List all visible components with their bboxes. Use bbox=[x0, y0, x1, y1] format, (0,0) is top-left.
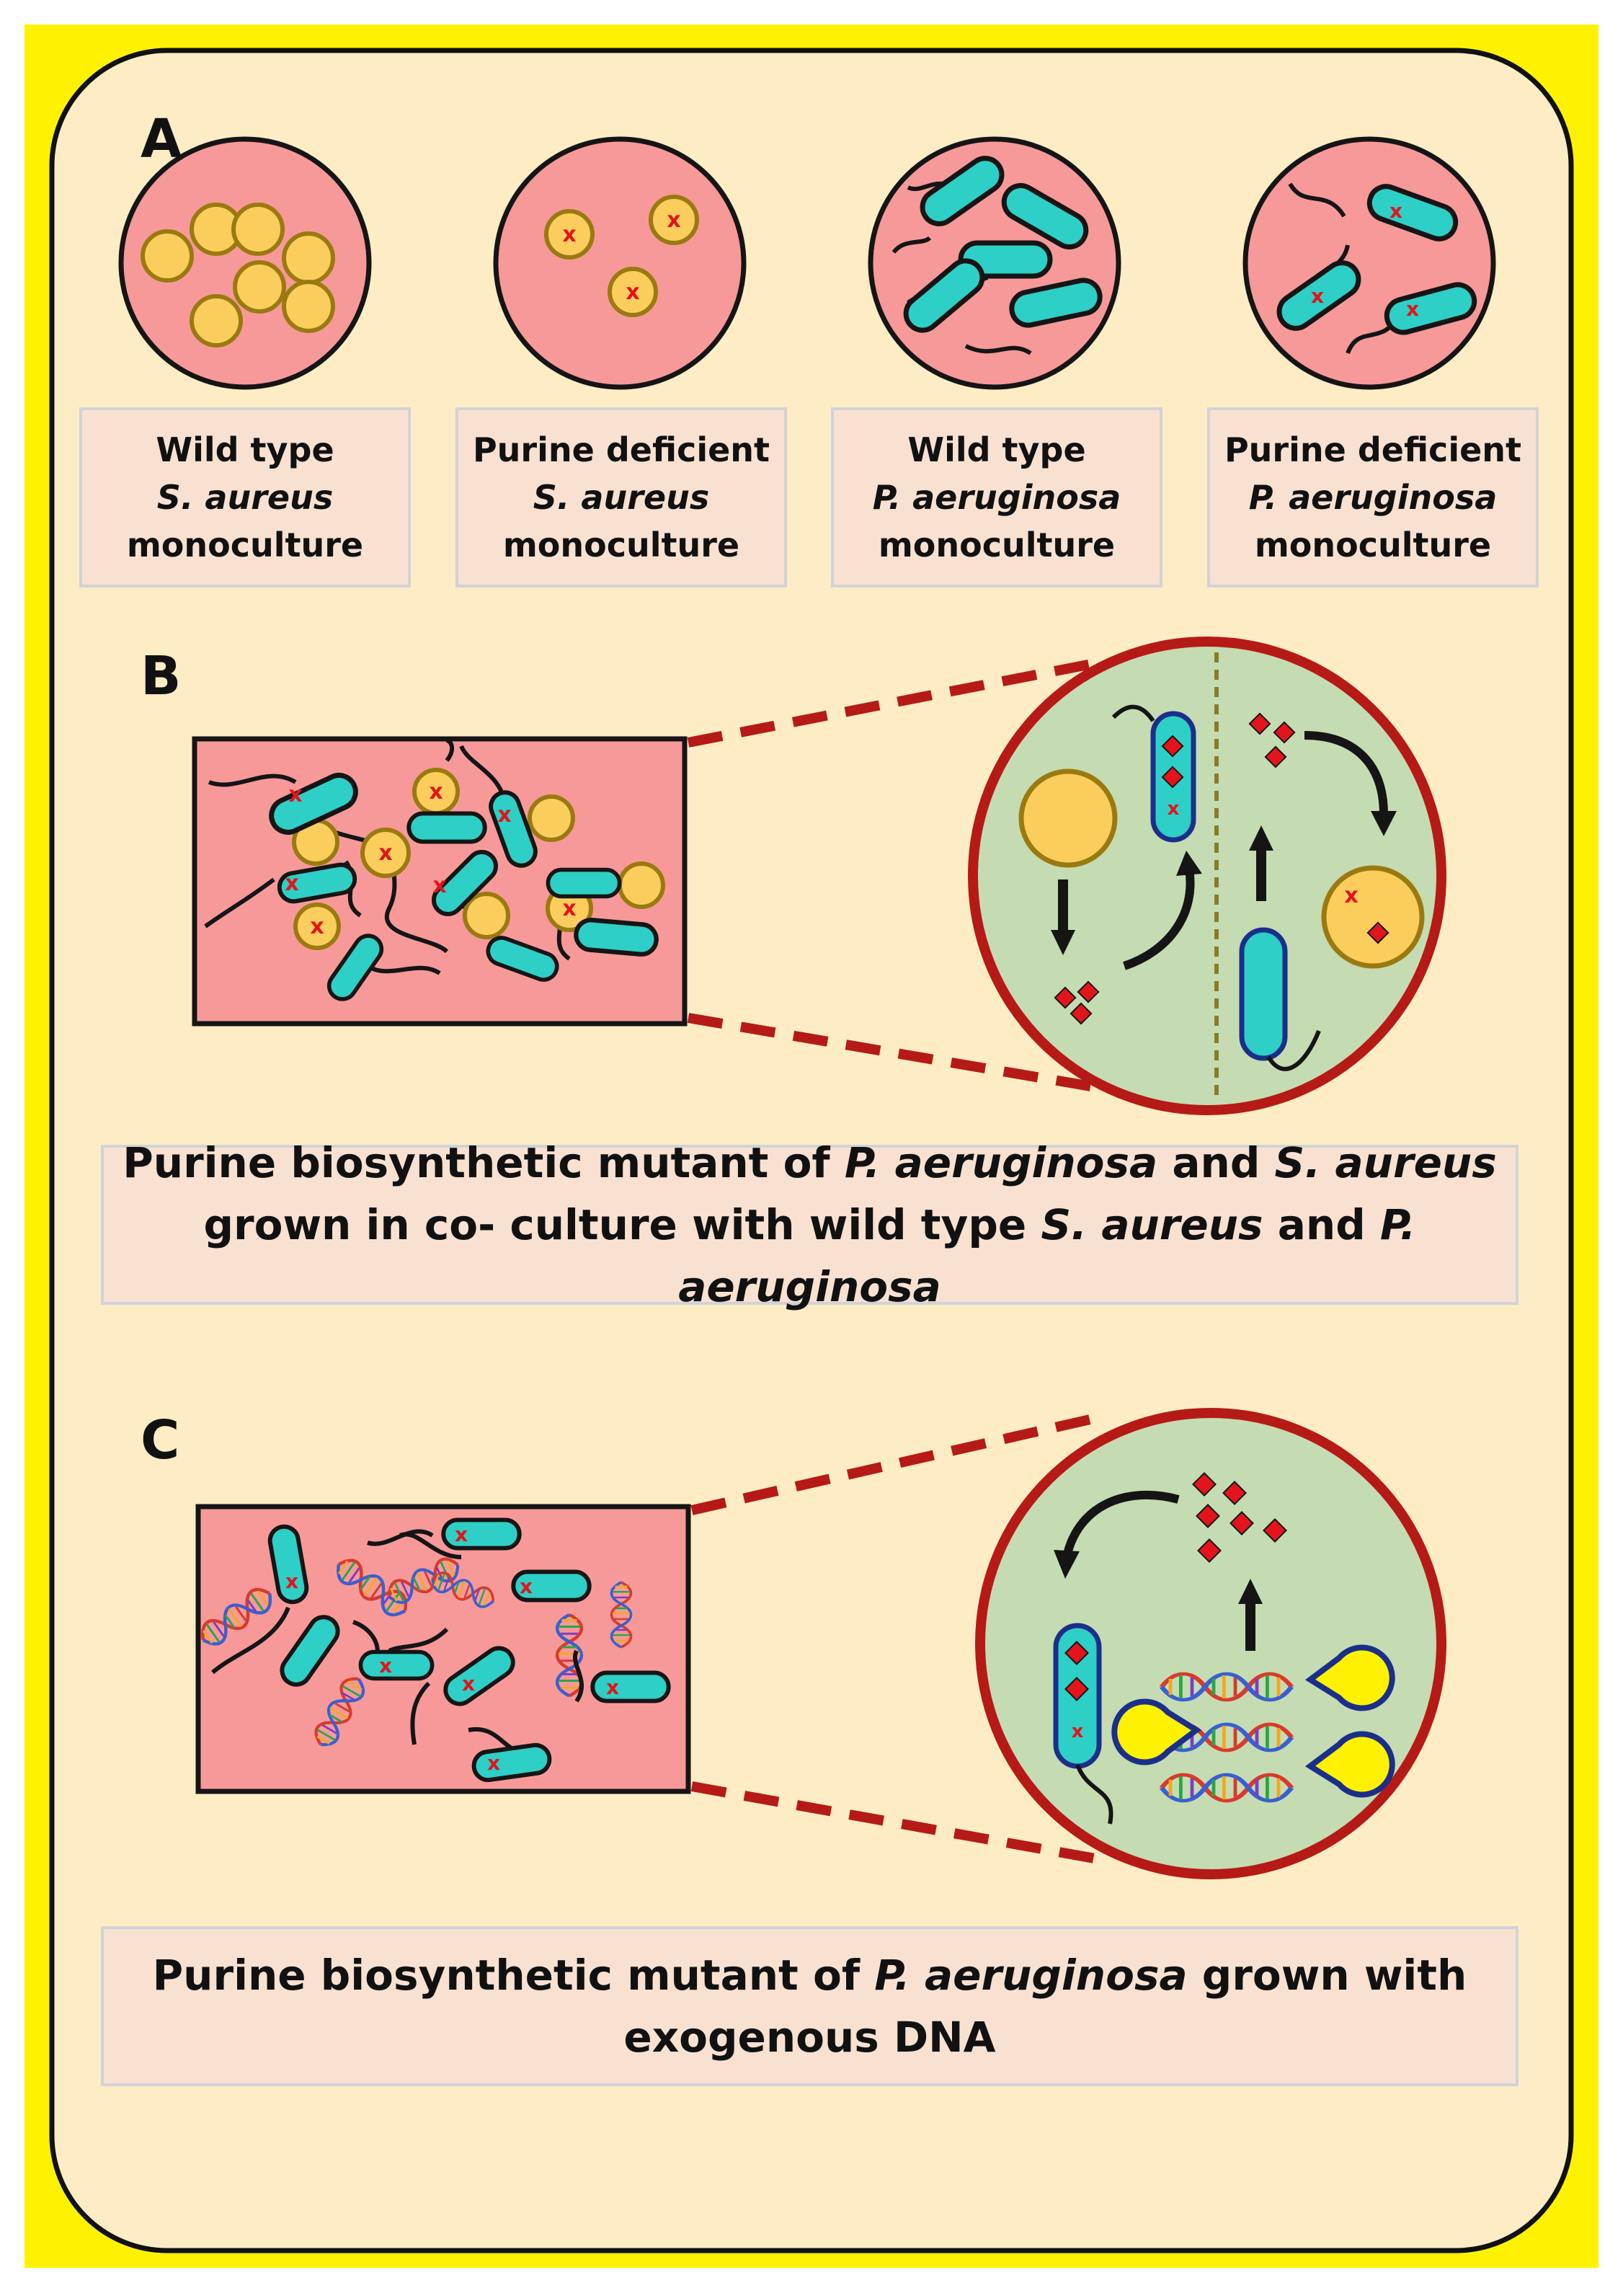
label-line: monoculture bbox=[878, 526, 1116, 564]
caption-line-1: Purine biosynthetic mutant of P. aerugin… bbox=[153, 1944, 1467, 2006]
label-line: monoculture bbox=[1254, 526, 1492, 564]
label-species: P. aeruginosa bbox=[1248, 478, 1498, 517]
caption-text: Purine biosynthetic mutant of bbox=[152, 1951, 875, 2000]
panel-b-coculture-box: x x x x x x x x bbox=[192, 736, 688, 1027]
caption-line-2: exogenous DNA bbox=[623, 2013, 996, 2062]
mutation-mark: x bbox=[626, 280, 639, 305]
panel-c-caption: Purine biosynthetic mutant of P. aerugin… bbox=[101, 1926, 1518, 2086]
caption-line-2: grown in co- culture with wild type S. a… bbox=[104, 1194, 1516, 1318]
mutation-mark: x bbox=[1311, 284, 1324, 308]
caption-text: grown with bbox=[1187, 1951, 1467, 2000]
mutation-mark: x bbox=[667, 208, 680, 233]
mutation-mark: x bbox=[379, 1654, 392, 1677]
mutation-mark: x bbox=[455, 1522, 468, 1546]
mutation-mark: x bbox=[1168, 798, 1180, 820]
caption-text: Purine biosynthetic mutant of bbox=[123, 1138, 845, 1187]
mutation-mark: x bbox=[1344, 883, 1358, 908]
mutation-mark: x bbox=[487, 1751, 500, 1775]
mutation-mark: x bbox=[429, 779, 443, 805]
plate-wt-s-aureus bbox=[118, 136, 372, 390]
mutation-mark: x bbox=[432, 873, 446, 898]
caption-species: P. aeruginosa bbox=[874, 1951, 1188, 2000]
caption-text: and bbox=[1263, 1200, 1380, 1249]
panel-c-dna-culture-box: x x x x x x x bbox=[196, 1504, 691, 1794]
label-species: P. aeruginosa bbox=[872, 478, 1121, 517]
panel-c-letter: C bbox=[141, 1409, 180, 1471]
panel-c-zoom-lines bbox=[690, 1411, 1104, 1865]
mutation-mark: x bbox=[520, 1574, 533, 1598]
panel-b-caption: Purine biosynthetic mutant of P. aerugin… bbox=[101, 1138, 1518, 1311]
mutation-mark: x bbox=[562, 222, 576, 247]
plate-pd-s-aureus: x x x bbox=[493, 136, 747, 390]
caption-species: S. aureus bbox=[1041, 1200, 1263, 1249]
label-line: Purine deficient bbox=[472, 430, 770, 469]
mutation-mark: x bbox=[288, 782, 302, 807]
label-line: Wild type bbox=[156, 430, 334, 469]
panel-a-letter: A bbox=[141, 108, 182, 170]
mutation-mark: x bbox=[562, 896, 576, 921]
caption-text: grown in co- culture with wild type bbox=[203, 1200, 1041, 1249]
label-line: monoculture bbox=[126, 526, 364, 564]
mutation-mark: x bbox=[1072, 1721, 1084, 1742]
caption-species: P. aeruginosa bbox=[844, 1138, 1158, 1187]
label-wt-p-aeruginosa: Wild type P. aeruginosa monoculture bbox=[831, 407, 1162, 588]
caption-line-1: Purine biosynthetic mutant of P. aerugin… bbox=[123, 1132, 1496, 1194]
plate-wt-p-aeruginosa bbox=[868, 136, 1121, 390]
panel-a-plates: x x x bbox=[118, 136, 1496, 390]
label-pd-s-aureus: Purine deficient S. aureus monoculture bbox=[455, 407, 787, 588]
panel-b-letter: B bbox=[141, 645, 182, 707]
label-wt-s-aureus: Wild type S. aureus monoculture bbox=[79, 407, 411, 588]
mutation-mark: x bbox=[497, 802, 511, 828]
label-line: Wild type bbox=[907, 430, 1086, 469]
mutation-mark: x bbox=[1406, 297, 1419, 321]
mutation-mark: x bbox=[378, 841, 392, 866]
panel-b-zoom-view: x x bbox=[968, 637, 1446, 1115]
mutation-mark: x bbox=[1389, 199, 1402, 223]
panel-c-zoom-view: x bbox=[975, 1408, 1446, 1879]
caption-species: P. aeruginosa bbox=[678, 1200, 1416, 1311]
plate-pd-p-aeruginosa: x x x bbox=[1242, 136, 1496, 390]
mutation-mark: x bbox=[285, 1569, 298, 1593]
panel-b-zoom-lines bbox=[687, 658, 1097, 1092]
label-line: monoculture bbox=[502, 526, 740, 564]
caption-text: and bbox=[1157, 1138, 1275, 1187]
mutation-mark: x bbox=[310, 914, 324, 939]
label-line: Purine deficient bbox=[1224, 430, 1522, 469]
mutation-mark: x bbox=[285, 871, 298, 896]
mutation-mark: x bbox=[462, 1672, 475, 1696]
label-pd-p-aeruginosa: Purine deficient P. aeruginosa monocultu… bbox=[1207, 407, 1539, 588]
label-species: S. aureus bbox=[156, 478, 334, 517]
caption-species: S. aureus bbox=[1274, 1138, 1497, 1187]
mutation-mark: x bbox=[606, 1675, 619, 1699]
label-species: S. aureus bbox=[533, 478, 710, 517]
